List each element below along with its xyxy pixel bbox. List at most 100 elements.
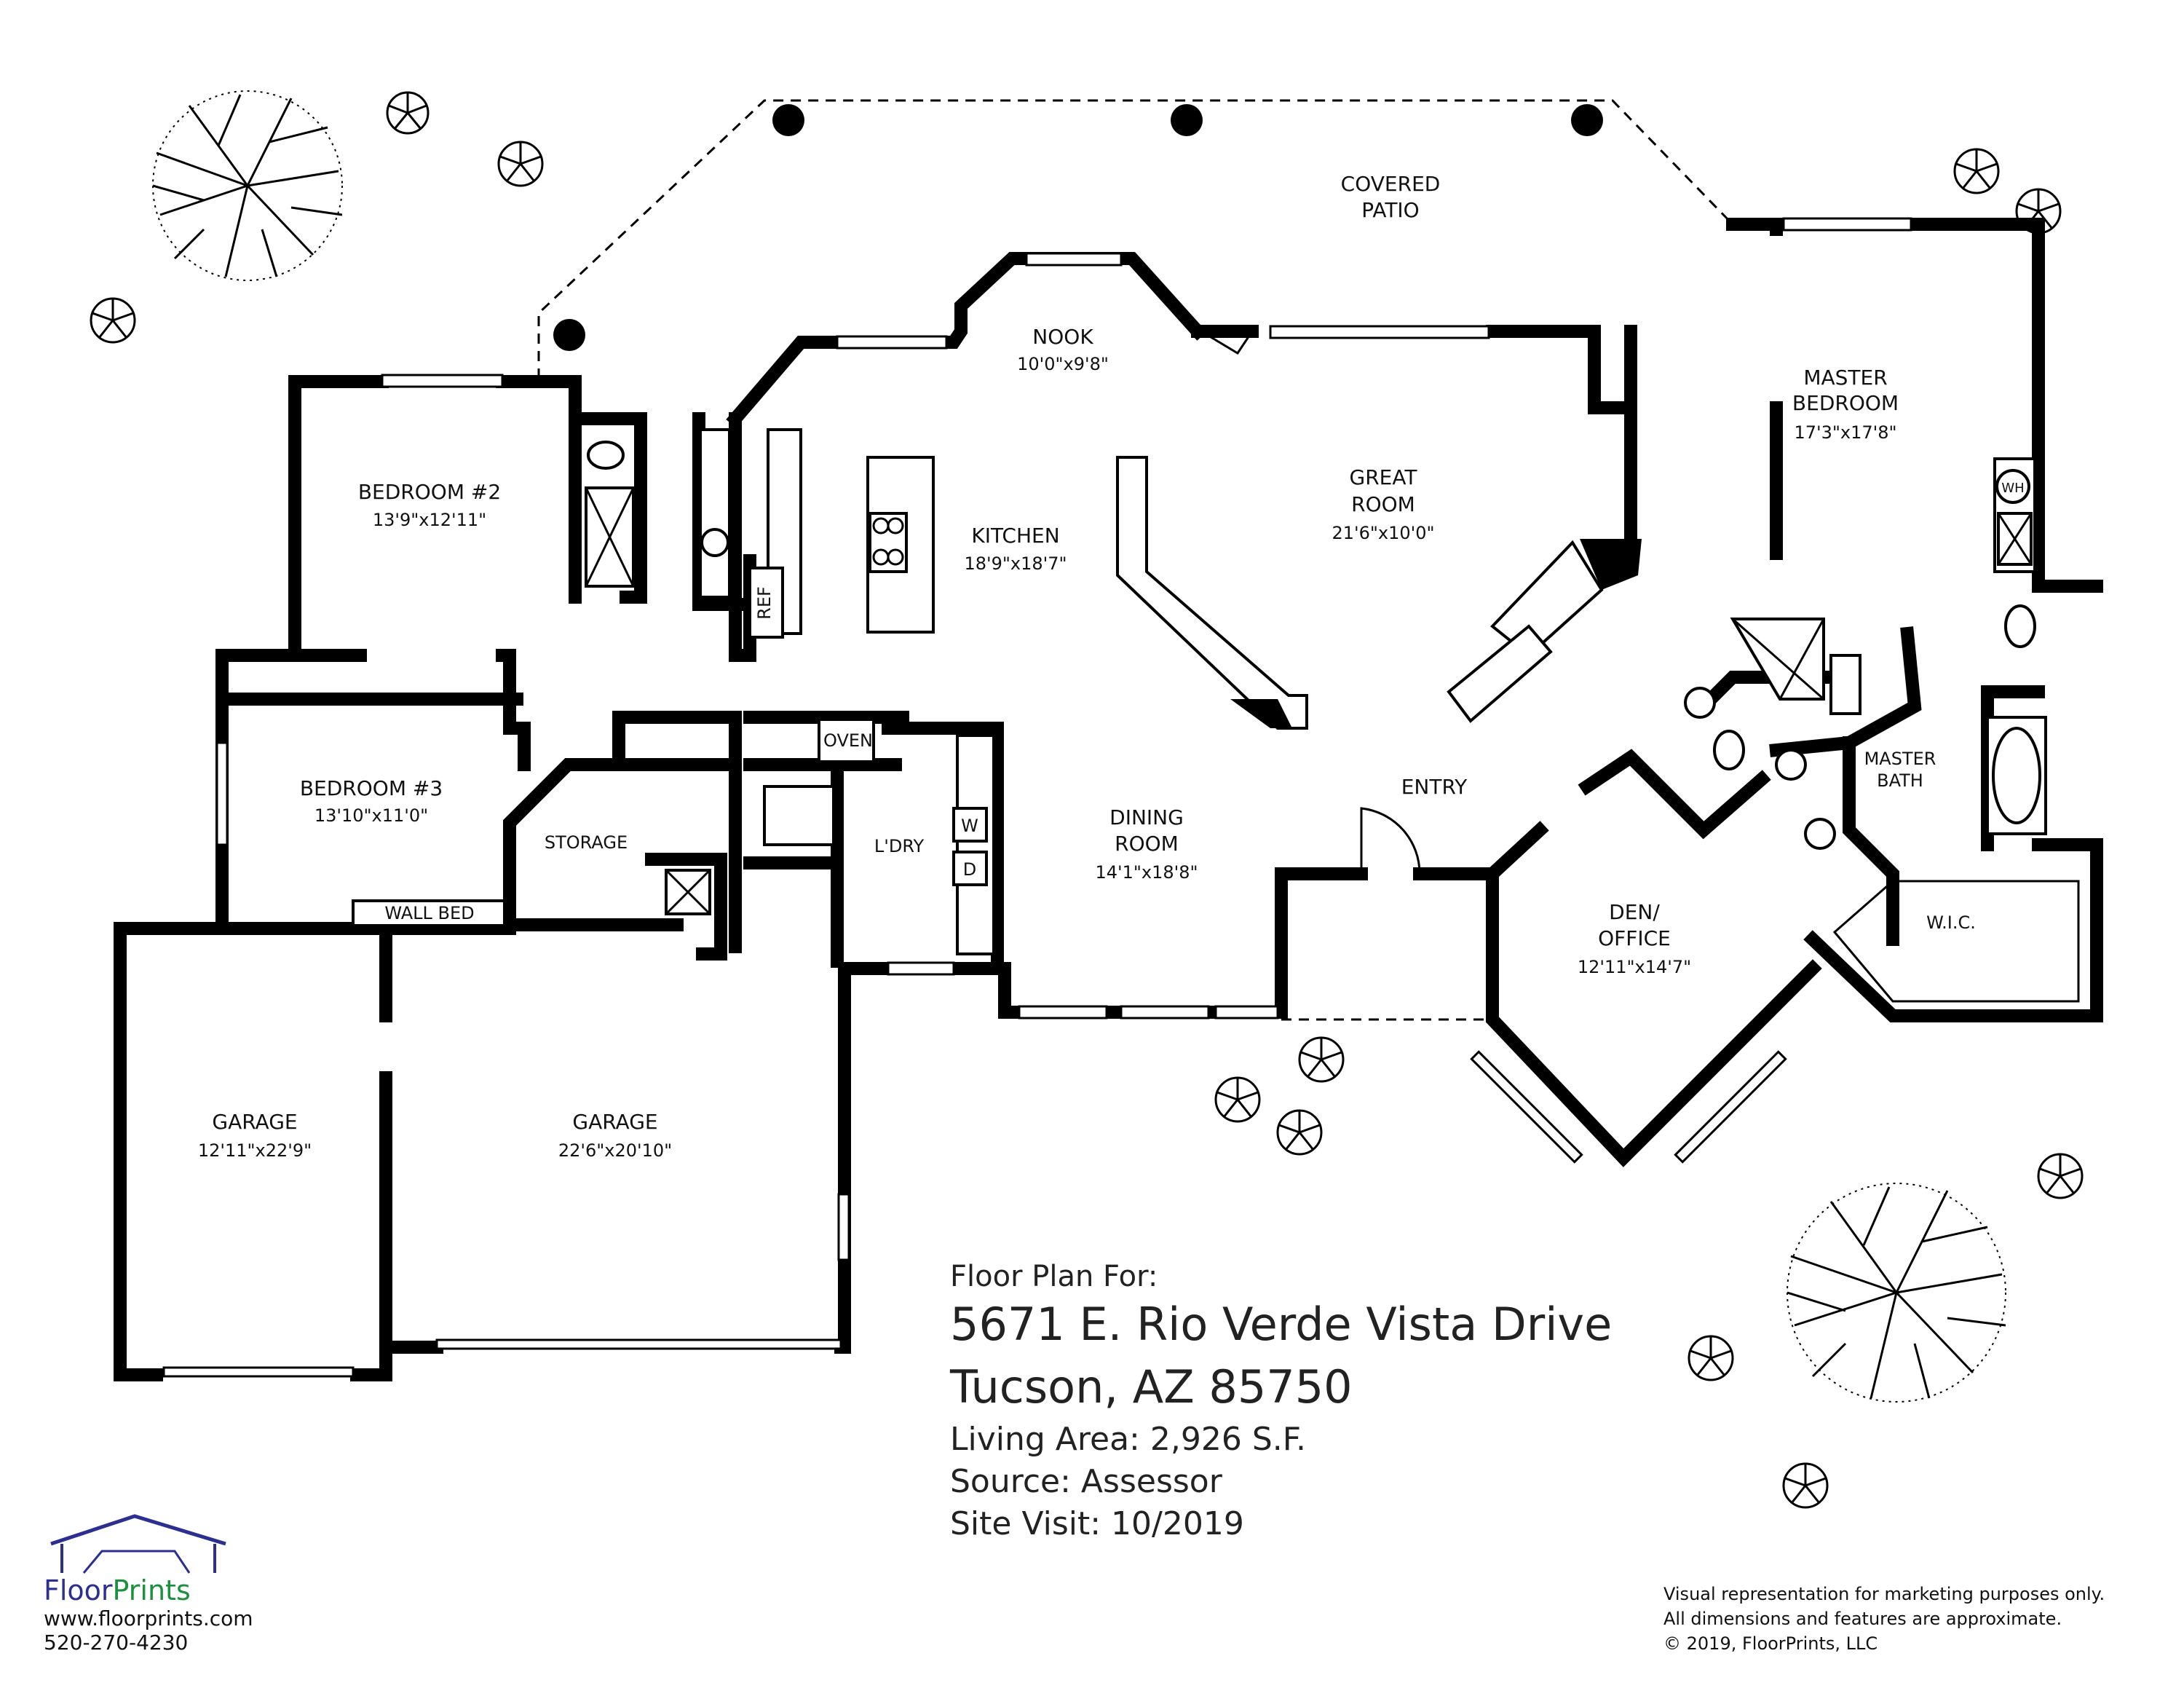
garage-door <box>435 1338 842 1350</box>
bedroom3-dims: 13'10"x11'0" <box>314 805 428 826</box>
great-room-label: GREAT <box>1350 465 1418 489</box>
bar-end <box>1230 699 1292 728</box>
brand-a: Floor <box>44 1574 113 1606</box>
bedroom3-label: BEDROOM #3 <box>300 776 443 800</box>
nook-label: NOOK <box>1032 325 1093 349</box>
master-bedroom-dims: 17'3"x17'8" <box>1794 422 1896 443</box>
toilet <box>587 441 625 470</box>
oven-label: OVEN <box>823 730 873 751</box>
dining-label-2: ROOM <box>1115 832 1179 856</box>
laundry-counter <box>956 734 995 955</box>
shrub-icon <box>497 141 544 187</box>
vanity <box>699 428 731 599</box>
patio-label: COVERED <box>1341 172 1441 196</box>
brand-b: Prints <box>112 1574 191 1606</box>
window <box>837 1193 850 1261</box>
storage-label: STORAGE <box>545 832 628 853</box>
floor-plan-for-label: Floor Plan For: <box>950 1260 1158 1293</box>
address-line2: Tucson, AZ 85750 <box>950 1360 1353 1413</box>
washer <box>952 807 988 843</box>
bedroom2-dims: 13'9"x12'11" <box>373 510 486 530</box>
den-dims: 12'11"x14'7" <box>1578 957 1691 977</box>
floorprints-logo-icon <box>50 1514 226 1574</box>
washer-label: W <box>961 816 978 836</box>
sink <box>1775 749 1807 781</box>
floorprints-logo: FloorPrints www.floorprints.com 520-270-… <box>44 1522 291 1655</box>
patio-column <box>1171 104 1203 136</box>
shrub-icon <box>1782 1462 1829 1509</box>
master-walls <box>1701 218 2103 1022</box>
master-bedroom-label-2: BEDROOM <box>1792 391 1899 415</box>
toilet <box>1713 730 1745 770</box>
property-info: Floor Plan For: 5671 E. Rio Verde Vista … <box>950 1260 1612 1545</box>
den-label-2: OFFICE <box>1598 926 1671 950</box>
master-bath-label: MASTER <box>1864 749 1936 769</box>
entry-label: ENTRY <box>1401 775 1468 799</box>
fireplace-walls <box>1447 401 1642 723</box>
disclaimer-line2: All dimensions and features are approxim… <box>1663 1609 2062 1629</box>
sink <box>1804 818 1836 850</box>
dryer <box>952 851 988 886</box>
garage1-label: GARAGE <box>212 1110 297 1134</box>
shrub-icon <box>1276 1109 1323 1156</box>
wic-label: W.I.C. <box>1926 912 1976 933</box>
garage1-dims: 12'11"x22'9" <box>198 1140 312 1161</box>
dining-dims: 14'1"x18'8" <box>1095 862 1198 883</box>
patio-column <box>553 319 585 351</box>
patio-column <box>1571 104 1603 136</box>
kitchen-dims: 18'9"x18'7" <box>964 553 1067 574</box>
website-link[interactable]: www.floorprints.com <box>44 1606 253 1630</box>
window <box>215 741 229 846</box>
dining-walls <box>998 867 1499 1019</box>
wh-label: WH <box>2001 481 2024 496</box>
shrub-icon <box>2037 1153 2084 1199</box>
patio-label-2: PATIO <box>1361 198 1419 222</box>
oven <box>818 718 875 763</box>
toilet <box>2004 604 2036 648</box>
patio-column <box>772 104 804 136</box>
window <box>887 961 955 976</box>
pantry-shelf <box>763 785 835 846</box>
disclaimer: Visual representation for marketing purp… <box>1663 1582 2105 1656</box>
nook-dims: 10'0"x9'8" <box>1017 354 1109 374</box>
window <box>1269 325 1490 339</box>
hall-walls <box>503 711 742 953</box>
tree-icon <box>152 90 343 281</box>
shrub-icon <box>1298 1036 1345 1083</box>
window <box>1214 1005 1279 1019</box>
living-area: Living Area: 2,926 S.F. <box>950 1421 1306 1458</box>
laundry-label: L'DRY <box>874 836 925 856</box>
wall-bed-label: WALL BED <box>384 903 474 923</box>
disclaimer-line3: © 2019, FloorPrints, LLC <box>1663 1633 1878 1654</box>
window <box>836 335 948 350</box>
ref-label: REF <box>754 586 775 620</box>
nook-walls <box>812 252 1637 414</box>
window <box>381 374 504 388</box>
shrub-icon <box>90 297 136 344</box>
bar-counter <box>1116 456 1308 730</box>
great-room-dims: 21'6"x10'0" <box>1332 523 1434 543</box>
shrub-icon <box>1688 1335 1734 1381</box>
den-walls <box>1483 749 1822 1167</box>
storage-walls <box>503 853 727 961</box>
wall-bed <box>352 899 507 927</box>
bedroom2-label: BEDROOM #2 <box>358 480 501 504</box>
window <box>1470 1050 1583 1164</box>
garage-door <box>162 1366 355 1378</box>
dining-label: DINING <box>1109 805 1184 829</box>
shrub-icon <box>386 91 430 135</box>
window <box>1120 1005 1210 1019</box>
source: Source: Assessor <box>950 1463 1222 1500</box>
patio-door <box>1200 330 1254 355</box>
shrub-icon <box>1953 148 2000 194</box>
kitchen-walls <box>726 336 1011 975</box>
window <box>1025 252 1123 267</box>
refrigerator <box>748 567 784 639</box>
garage2-dims: 22'6"x20'10" <box>558 1140 672 1161</box>
tub-basin <box>1992 727 2041 824</box>
site-visit: Site Visit: 10/2019 <box>950 1505 1244 1542</box>
shrub-icon <box>2015 188 2062 234</box>
water-heater-tank <box>1995 469 2030 504</box>
wic-shelf <box>1832 880 2080 1003</box>
